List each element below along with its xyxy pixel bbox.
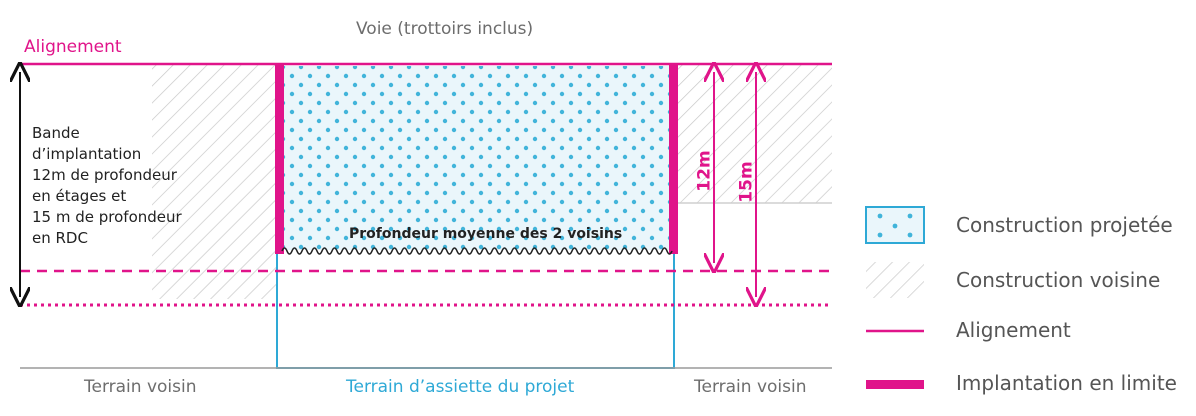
bande-line: en étages et	[32, 187, 127, 205]
average-depth-label: Profondeur moyenne des 2 voisins	[349, 226, 623, 242]
legend-label-alignement: Alignement	[956, 318, 1071, 342]
legend-label-voisine: Construction voisine	[956, 268, 1161, 292]
legend-label-implantation: Implantation en limite	[956, 371, 1177, 395]
terrain-assiette-label: Terrain d’assiette du projet	[346, 377, 575, 397]
alignement-label: Alignement	[24, 37, 122, 57]
dim-12m-label: 12m	[694, 150, 715, 192]
legend-swatch-voisine	[866, 262, 924, 298]
legend-swatch-dot	[877, 213, 883, 219]
average-depth-wave	[281, 247, 673, 255]
bande-line: d’implantation	[32, 145, 142, 163]
dim-15m-label: 15m	[736, 161, 757, 203]
neighbor-building-left	[152, 64, 278, 299]
legend-swatch-implantation	[866, 380, 924, 389]
legend-swatch-dot	[877, 232, 883, 238]
assiette-outline	[276, 250, 675, 369]
legend-swatch-dot	[907, 232, 913, 238]
legend-swatches	[865, 206, 925, 389]
bande-line: 15 m de profondeur	[32, 208, 182, 226]
implantation-limite-right	[669, 64, 678, 254]
implantation-limite-left	[275, 64, 284, 254]
voie-label: Voie (trottoirs inclus)	[356, 19, 534, 39]
bande-line: 12m de profondeur	[32, 166, 177, 184]
terrain-voisin-left-label: Terrain voisin	[84, 377, 197, 397]
legend-swatch-dot	[892, 223, 898, 229]
bande-line: Bande	[32, 124, 80, 142]
legend-label-projetee: Construction projetée	[956, 213, 1173, 237]
bande-implantation-text: Bande d’implantation 12m de profondeur e…	[32, 123, 182, 249]
projected-construction	[282, 66, 675, 250]
terrain-voisin-right-label: Terrain voisin	[694, 377, 807, 397]
bande-line: en RDC	[32, 229, 88, 247]
legend-swatch-dot	[907, 213, 913, 219]
